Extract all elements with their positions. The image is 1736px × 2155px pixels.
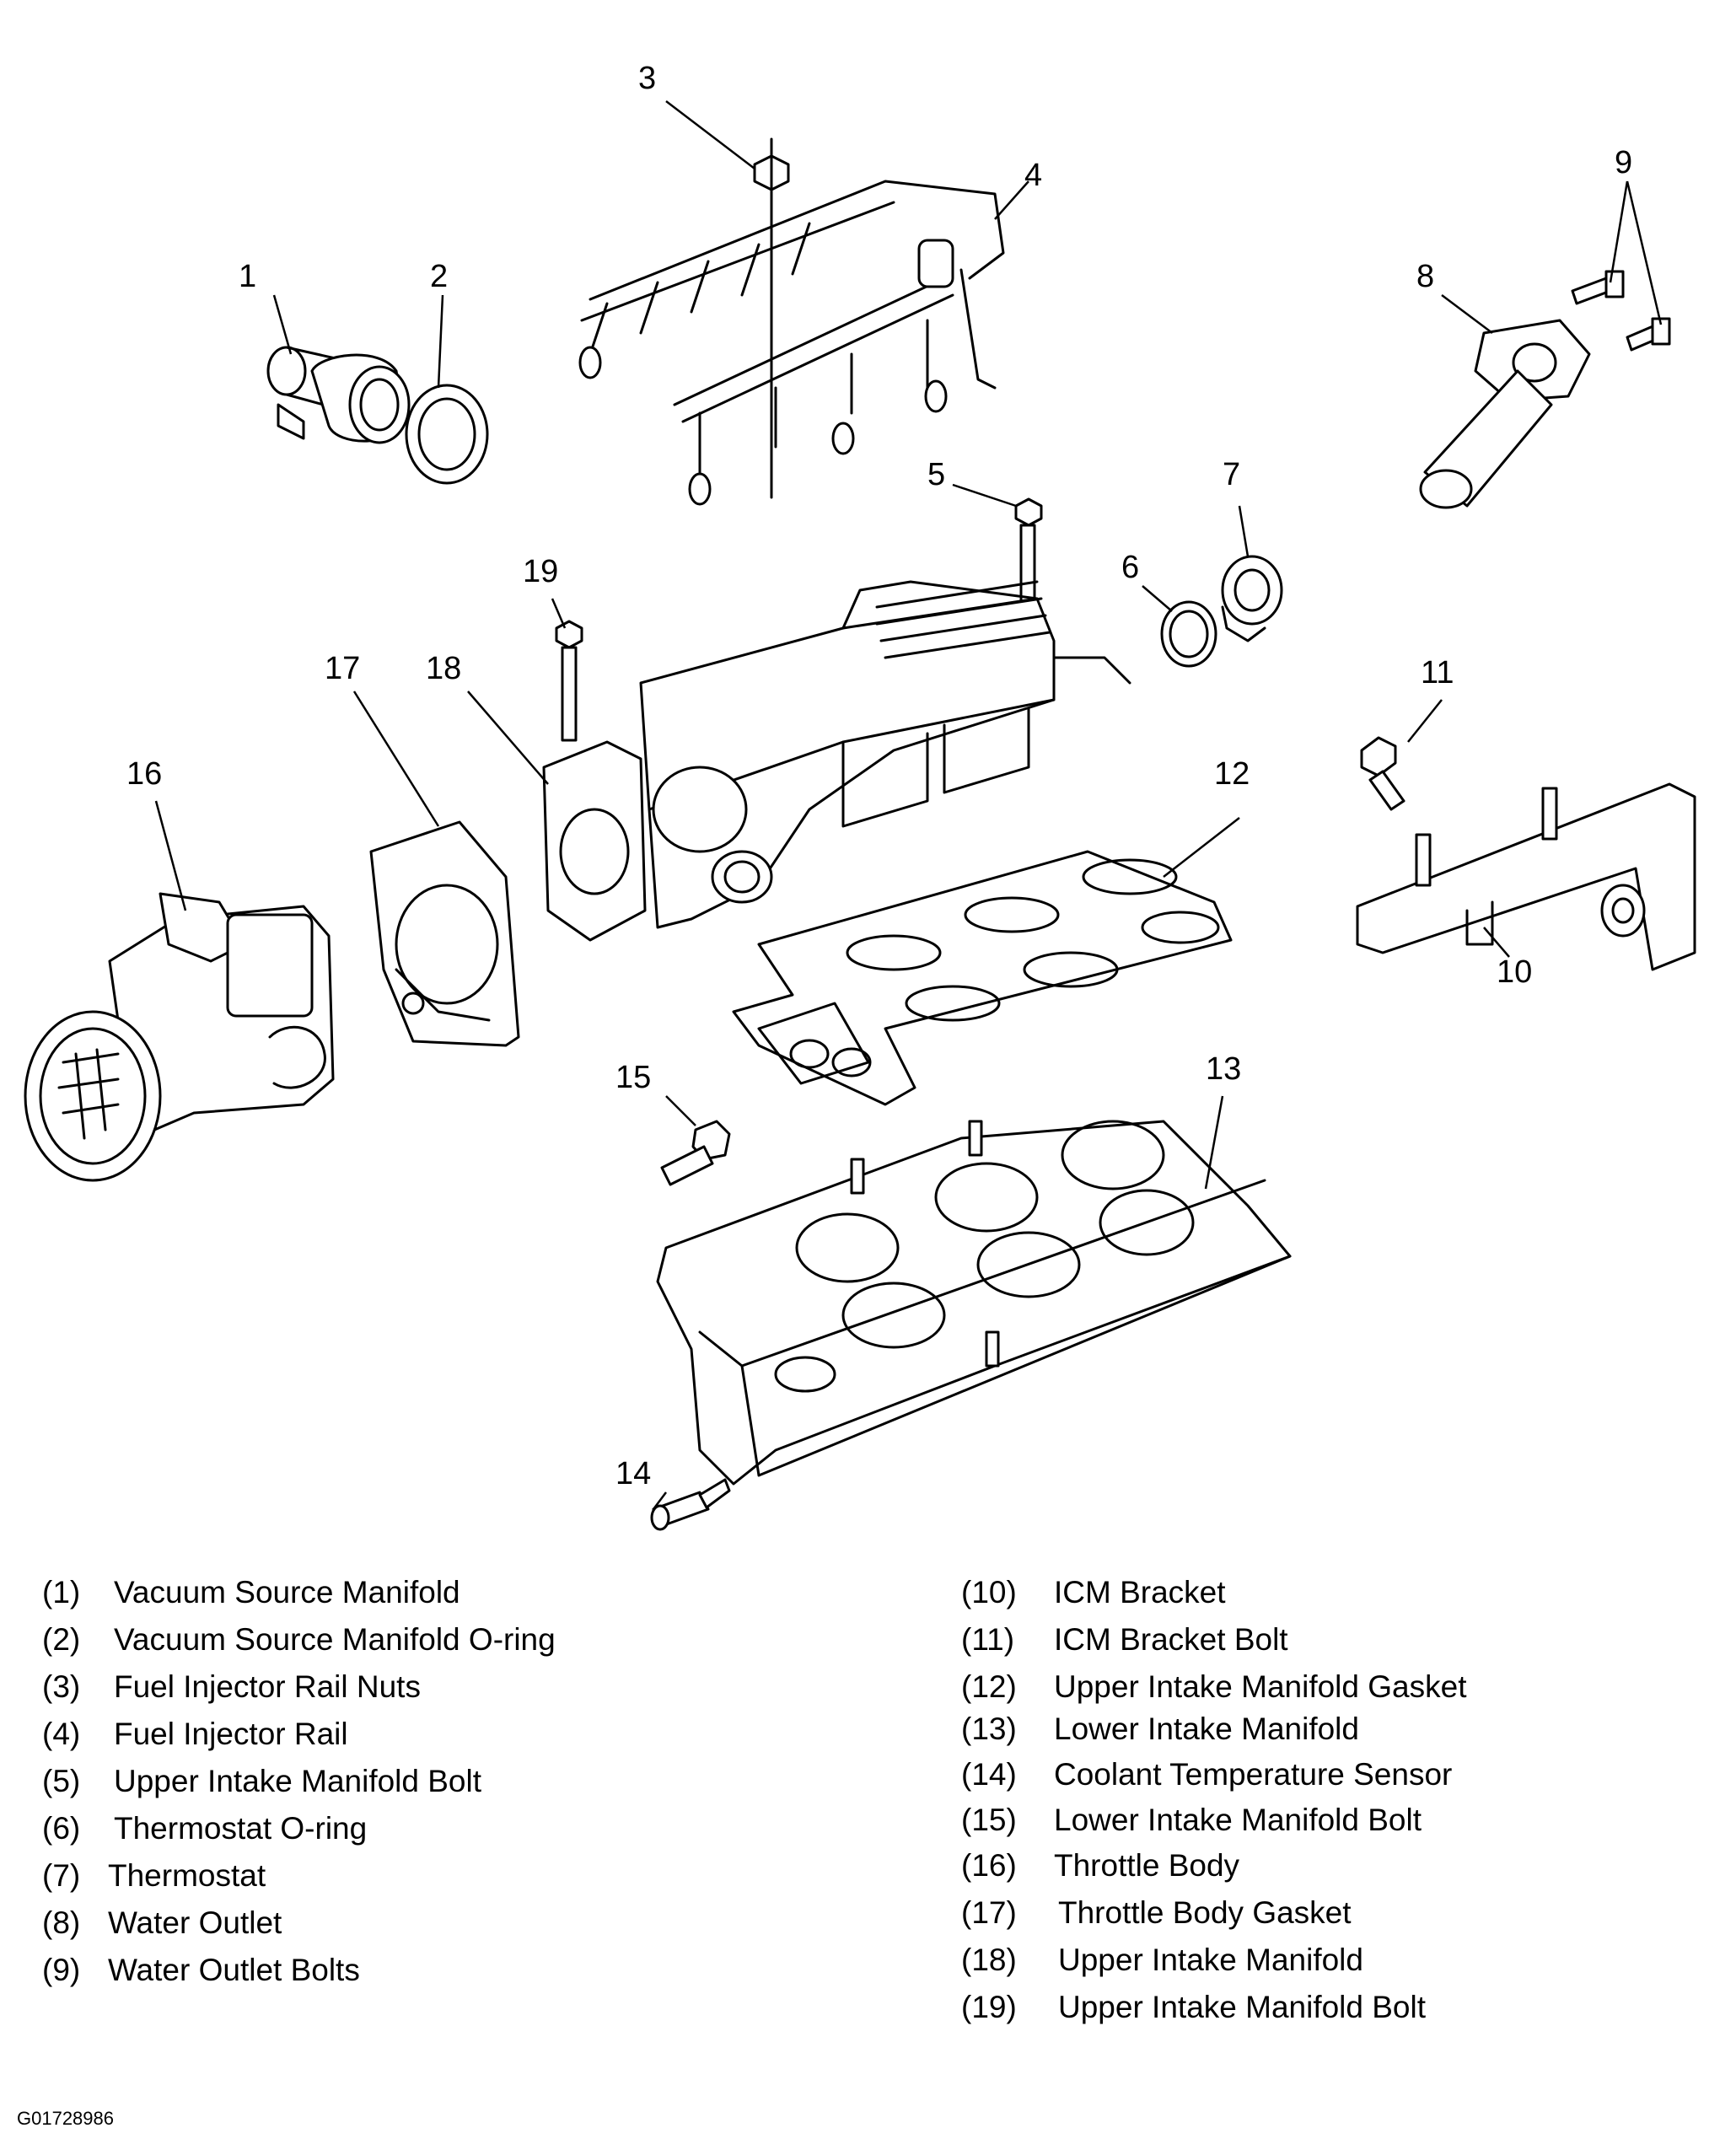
figure-id: G01728986 (17, 2108, 114, 2129)
callout-6: 6 (1121, 550, 1139, 585)
callout-2: 2 (430, 259, 448, 294)
legend-number: (3) (42, 1669, 81, 1704)
legend-label: Vacuum Source Manifold O-ring (114, 1622, 556, 1657)
callout-10: 10 (1497, 954, 1532, 990)
legend-label: Lower Intake Manifold Bolt (1054, 1803, 1422, 1837)
callout-9: 9 (1615, 145, 1632, 180)
legend-label: Vacuum Source Manifold (114, 1575, 460, 1610)
legend-number: (13) (961, 1712, 1017, 1746)
callout-13: 13 (1206, 1051, 1241, 1087)
part-thermostat (1221, 555, 1283, 642)
part-lower-intake-manifold-bolt (660, 1120, 731, 1186)
legend-number: (7) (42, 1858, 81, 1893)
callout-5: 5 (927, 457, 945, 492)
part-fuel-injector-rail (578, 180, 1005, 506)
part-throttle-body (24, 892, 335, 1182)
legend-label: Throttle Body Gasket (1058, 1895, 1352, 1930)
legend-label: Water Outlet Bolts (108, 1953, 360, 1987)
legend-number: (15) (961, 1803, 1017, 1837)
part-icm-bracket (1356, 782, 1696, 971)
part-vacuum-source-manifold (266, 346, 411, 444)
legend-label: Coolant Temperature Sensor (1054, 1757, 1453, 1792)
legend-number: (2) (42, 1622, 81, 1657)
callout-19: 19 (523, 554, 558, 589)
callout-18: 18 (426, 651, 461, 686)
legend-right-column: (10) ICM Bracket (11) ICM Bracket Bolt (12… (961, 1577, 1720, 2082)
callout-1: 1 (239, 259, 256, 294)
callout-12: 12 (1214, 756, 1250, 792)
part-coolant-temperature-sensor (650, 1478, 731, 1531)
part-icm-bracket-bolt (1360, 736, 1405, 811)
legend-number: (6) (42, 1811, 81, 1846)
legend-number: (4) (42, 1717, 81, 1751)
part-vacuum-source-o-ring (405, 384, 489, 485)
legend-number: (5) (42, 1764, 81, 1798)
legend-label: Upper Intake Manifold (1058, 1943, 1363, 1977)
part-thermostat-o-ring (1160, 600, 1217, 668)
part-throttle-body-gasket (369, 820, 520, 1047)
legend-number: (16) (961, 1848, 1017, 1883)
legend-number: (8) (42, 1905, 81, 1940)
part-upper-intake-manifold-bolt-19 (555, 620, 583, 742)
legend-label: Fuel Injector Rail (114, 1717, 348, 1751)
leader-lines (154, 100, 1663, 1510)
legend-label: Thermostat (108, 1858, 266, 1893)
legend-label: ICM Bracket Bolt (1054, 1622, 1288, 1657)
legend-label: Thermostat O-ring (114, 1811, 368, 1846)
callout-8: 8 (1416, 259, 1434, 294)
part-upper-intake-manifold-gasket (732, 850, 1233, 1106)
callout-17: 17 (325, 651, 360, 686)
legend-label: Upper Intake Manifold Gasket (1054, 1669, 1467, 1704)
part-lower-intake-manifold (656, 1120, 1292, 1486)
part-upper-intake-manifold-bolt-5 (1014, 497, 1043, 603)
callout-4: 4 (1024, 158, 1042, 193)
part-water-outlet (1419, 319, 1591, 509)
legend-label: Water Outlet (108, 1905, 282, 1940)
legend-label: Upper Intake Manifold Bolt (1058, 1990, 1427, 2024)
legend-number: (12) (961, 1669, 1017, 1704)
part-fuel-injector-rail-nut (753, 137, 790, 499)
legend-number: (1) (42, 1575, 81, 1610)
legend-label: ICM Bracket (1054, 1575, 1226, 1610)
callout-7: 7 (1223, 457, 1240, 492)
part-water-outlet-bolts (1571, 270, 1671, 352)
legend-number: (17) (961, 1895, 1017, 1930)
callout-numbers: 1 2 3 4 5 6 7 8 9 10 11 12 13 14 15 16 1… (126, 61, 1632, 1491)
legend-label: Throttle Body (1054, 1848, 1240, 1883)
callout-15: 15 (615, 1060, 651, 1095)
part-upper-intake-manifold (542, 580, 1131, 942)
callout-3: 3 (638, 61, 656, 96)
legend-number: (9) (42, 1953, 81, 1987)
legend-label: Lower Intake Manifold (1054, 1712, 1359, 1746)
legend-number: (10) (961, 1575, 1017, 1610)
legend-number: (14) (961, 1757, 1017, 1792)
legend-left-column: (1) Vacuum Source Manifold (2) Vacuum Sour… (42, 1577, 801, 2082)
legend-label: Fuel Injector Rail Nuts (114, 1669, 421, 1704)
callout-14: 14 (615, 1456, 651, 1491)
legend-number: (19) (961, 1990, 1017, 2024)
legend-number: (18) (961, 1943, 1017, 1977)
callout-16: 16 (126, 756, 162, 792)
legend-label: Upper Intake Manifold Bolt (114, 1764, 482, 1798)
callout-11: 11 (1421, 655, 1454, 691)
legend-number: (11) (961, 1622, 1015, 1657)
